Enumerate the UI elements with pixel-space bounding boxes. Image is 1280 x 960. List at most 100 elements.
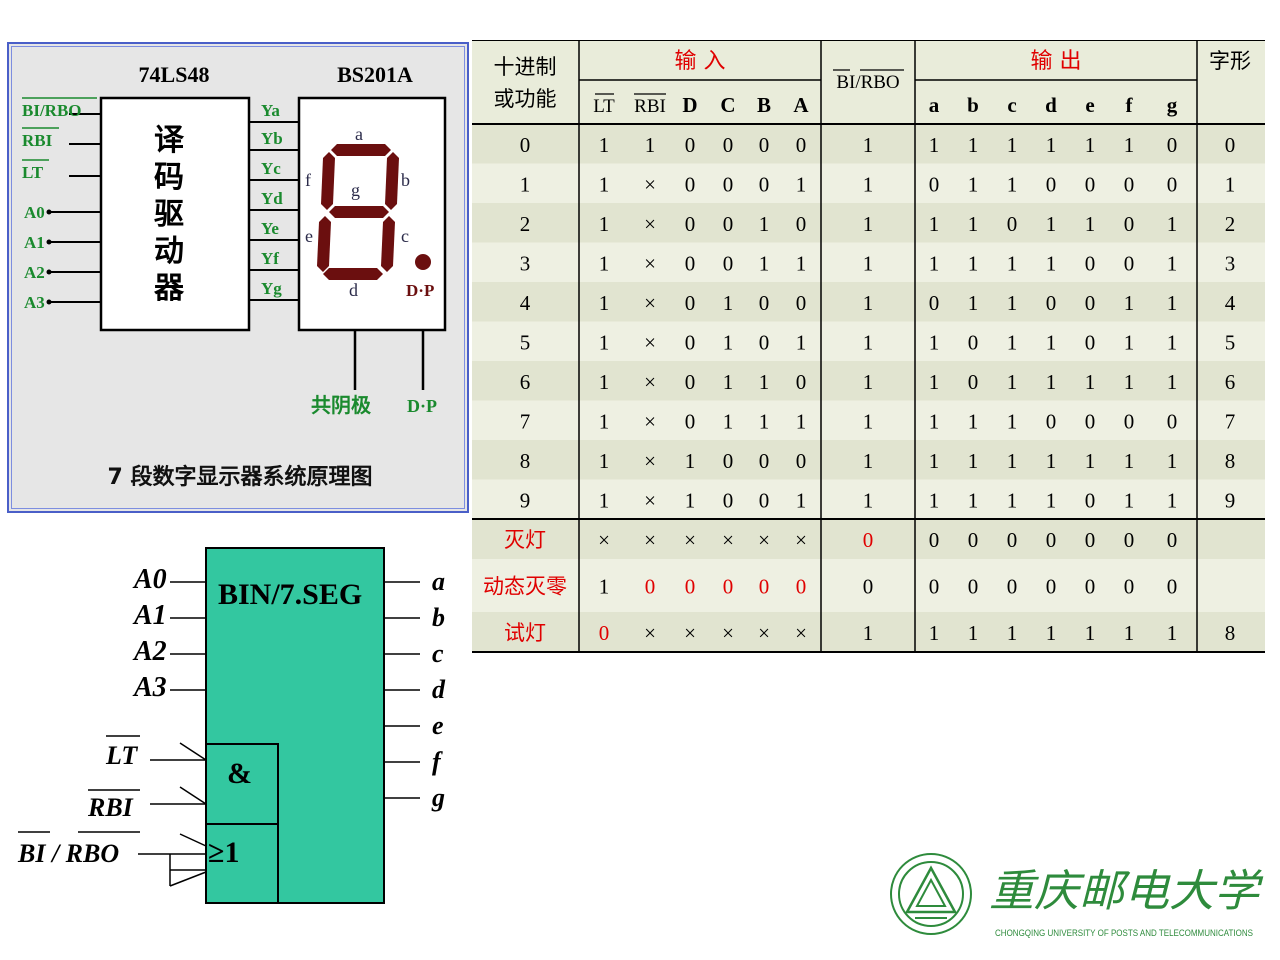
table-row-bg bbox=[472, 559, 1265, 612]
pin-yb: Yb bbox=[261, 129, 283, 148]
table-cell: 1 bbox=[1007, 449, 1018, 473]
table-cell: 1 bbox=[759, 370, 770, 394]
row-label: 1 bbox=[520, 172, 531, 196]
table-row-bg bbox=[472, 612, 1265, 652]
logic-title: BIN/7.SEG bbox=[218, 578, 362, 611]
header-input-a: A bbox=[793, 93, 809, 117]
table-cell: 1 bbox=[863, 621, 874, 645]
table-cell: 0 bbox=[685, 212, 696, 236]
table-cell: 0 bbox=[685, 330, 696, 354]
table-cell: 1 bbox=[863, 212, 874, 236]
common-cathode-label: 共阴极 bbox=[311, 393, 372, 417]
input-a1: A1 bbox=[132, 600, 167, 631]
table-cell: 0 bbox=[796, 133, 807, 157]
output-e: e bbox=[432, 711, 444, 740]
table-cell: 1 bbox=[863, 133, 874, 157]
table-cell: 0 bbox=[1007, 575, 1018, 599]
decoder-box bbox=[99, 96, 251, 332]
table-cell: 1 bbox=[1085, 133, 1096, 157]
table-row-bg bbox=[472, 242, 1265, 282]
table-cell: 0 bbox=[1167, 575, 1178, 599]
header-inputs: 输 入 bbox=[675, 49, 726, 74]
table-cell: 0 bbox=[863, 575, 874, 599]
table-row-bg bbox=[472, 519, 1265, 559]
input-a0: A0 bbox=[132, 564, 167, 595]
logo-drawing: 重庆邮电大学 CHONGQING UNIVERSITY OF POSTS AND… bbox=[890, 853, 1264, 938]
table-cell: 0 bbox=[1007, 212, 1018, 236]
table-cell: × bbox=[644, 409, 656, 433]
table-cell: × bbox=[684, 528, 696, 552]
row-label: 动态灭零 bbox=[483, 575, 567, 599]
pin-yc: Yc bbox=[261, 159, 281, 178]
logic-symbol: BIN/7.SEG & ≥1 A0 A1 A2 A3 a b c bbox=[0, 540, 470, 920]
table-cell: 1 bbox=[1124, 133, 1135, 157]
table-cell: 1 bbox=[723, 291, 734, 315]
table-cell: 1 bbox=[1167, 488, 1178, 512]
table-cell: 1 bbox=[929, 212, 940, 236]
right-pin-labels: Ya Yb Yc Yd Ye Yf Yg bbox=[261, 101, 283, 298]
header-output-d: d bbox=[1045, 93, 1057, 117]
table-cell: 0 bbox=[759, 291, 770, 315]
table-cell: 0 bbox=[759, 488, 770, 512]
table-cell: 1 bbox=[863, 488, 874, 512]
table-cell: 0 bbox=[723, 172, 734, 196]
logo-text: 重庆邮电大学 bbox=[989, 866, 1264, 917]
table-cell: × bbox=[644, 251, 656, 275]
input-lines bbox=[170, 581, 206, 691]
segment-g bbox=[329, 206, 389, 218]
table-cell: × bbox=[644, 621, 656, 645]
seg-letter-a: a bbox=[355, 124, 363, 144]
bottom-leads bbox=[353, 330, 425, 390]
table-cell: 1 bbox=[1007, 330, 1018, 354]
seg-letter-g: g bbox=[351, 180, 360, 200]
table-cell: 1 bbox=[1124, 370, 1135, 394]
table-cell: 1 bbox=[863, 330, 874, 354]
table-cell: × bbox=[644, 291, 656, 315]
header-bi-rbo: BI/RBO bbox=[836, 72, 899, 93]
table-cell: 1 bbox=[968, 212, 979, 236]
seg-letter-e: e bbox=[305, 226, 313, 246]
header-output-e: e bbox=[1085, 93, 1094, 117]
or-label: ≥1 bbox=[208, 836, 239, 869]
table-cell: 1 bbox=[1007, 172, 1018, 196]
table-cell: 0 bbox=[759, 133, 770, 157]
table-cell: 0 bbox=[1046, 409, 1057, 433]
table-cell: 1 bbox=[929, 449, 940, 473]
table-cell: 0 bbox=[685, 251, 696, 275]
table-cell: 1 bbox=[645, 133, 656, 157]
row-label: 2 bbox=[520, 212, 531, 236]
header-input-b: B bbox=[757, 93, 771, 117]
table-cell: 1 bbox=[929, 488, 940, 512]
table-cell: 0 bbox=[1167, 172, 1178, 196]
table-cell: 1 bbox=[1007, 621, 1018, 645]
decoder-char: 动 bbox=[154, 234, 184, 269]
pin-dots bbox=[46, 209, 52, 305]
table-cell: × bbox=[722, 621, 734, 645]
table-row-bg bbox=[472, 282, 1265, 322]
table-cell: 1 bbox=[1167, 370, 1178, 394]
glyph-cell: 5 bbox=[1225, 330, 1236, 354]
table-cell: 1 bbox=[723, 330, 734, 354]
table-cell: 0 bbox=[1085, 575, 1096, 599]
table-cell: × bbox=[758, 621, 770, 645]
table-cell: × bbox=[644, 528, 656, 552]
input-a2: A2 bbox=[132, 636, 167, 667]
table-cell: 1 bbox=[968, 291, 979, 315]
table-cell: 0 bbox=[723, 251, 734, 275]
table-cell: 1 bbox=[599, 291, 610, 315]
table-cell: 1 bbox=[599, 575, 610, 599]
table-cell: 1 bbox=[929, 409, 940, 433]
table-cell: 1 bbox=[796, 409, 807, 433]
row-label: 4 bbox=[520, 291, 531, 315]
table-cell: 1 bbox=[1085, 212, 1096, 236]
table-cell: 1 bbox=[1085, 449, 1096, 473]
control-lt: LT bbox=[105, 741, 138, 770]
table-header-bg bbox=[472, 40, 1265, 124]
table-cell: 1 bbox=[929, 251, 940, 275]
row-label: 9 bbox=[520, 488, 531, 512]
table-row-bg bbox=[472, 440, 1265, 480]
segment-letters: a b f g e c d bbox=[305, 124, 410, 300]
table-cell: 0 bbox=[1124, 212, 1135, 236]
table-cell: 0 bbox=[1085, 409, 1096, 433]
